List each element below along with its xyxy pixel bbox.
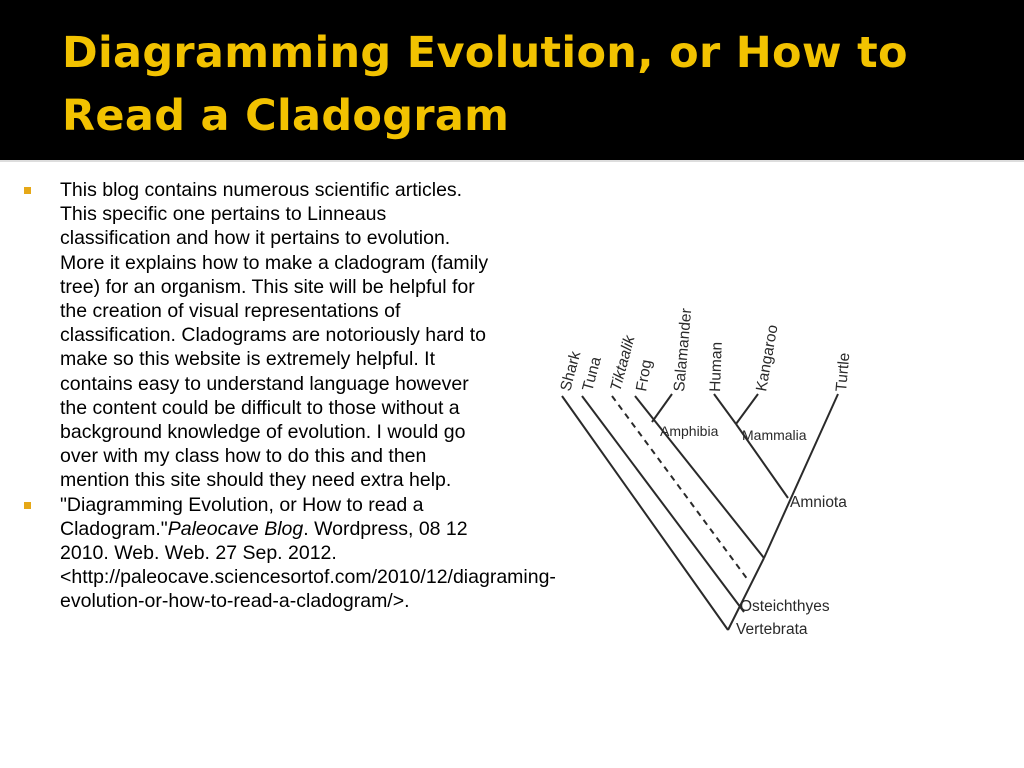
taxon-label-kangaroo: Kangaroo [753,324,781,393]
citation-prefix: "Diagramming Evolution, or How to read a… [60,493,424,540]
clade-labels: Amphibia Mammalia Amniota Osteichthyes V… [660,423,847,638]
clade-label-amphibia: Amphibia [660,423,719,439]
branch-salamander [651,393,673,423]
taxon-label-frog: Frog [633,358,655,392]
taxa-labels: Shark Tuna Tiktaalik Frog Salamander Hum… [557,308,853,393]
branch-trunk [727,557,765,631]
bullet-item-citation: "Diagramming Evolution, or How to read a… [22,493,556,614]
slide-title: Diagramming Evolution, or How to Read a … [62,28,908,141]
cladogram-svg: Shark Tuna Tiktaalik Frog Salamander Hum… [557,308,853,638]
taxon-label-salamander: Salamander [671,308,695,393]
slide-content: This blog contains numerous scientific a… [0,162,1024,768]
clade-label-amniota: Amniota [790,494,847,511]
bullet-item-description: This blog contains numerous scientific a… [22,178,500,493]
branch-human [713,393,737,425]
citation-source: Paleocave Blog [167,517,304,540]
branch-mammalia [735,423,789,499]
cladogram-branches [561,393,839,631]
branch-frog [634,395,765,559]
branch-tuna [581,395,745,613]
branch-turtle [763,393,839,559]
title-divider [0,160,1024,162]
bullet-marker-icon [24,187,31,194]
taxon-label-turtle: Turtle [833,352,853,392]
taxon-label-tuna: Tuna [579,355,605,393]
clade-label-vertebrata: Vertebrata [736,621,808,638]
cladogram-figure: Shark Tuna Tiktaalik Frog Salamander Hum… [500,262,1024,762]
taxon-label-human: Human [707,342,726,393]
title-bar: Diagramming Evolution, or How to Read a … [0,0,1024,160]
branch-kangaroo [735,393,759,425]
branch-shark [561,395,729,631]
branch-tiktaalik [611,395,749,581]
bullet-list: This blog contains numerous scientific a… [22,178,556,614]
bullet-marker-icon [24,501,31,509]
bullet-text: This blog contains numerous scientific a… [60,179,489,492]
clade-label-osteichthyes: Osteichthyes [740,598,830,615]
clade-label-mammalia: Mammalia [742,427,807,443]
citation-details: . Wordpress, 08 12 2010. Web. Web. 27 Se… [60,517,556,613]
